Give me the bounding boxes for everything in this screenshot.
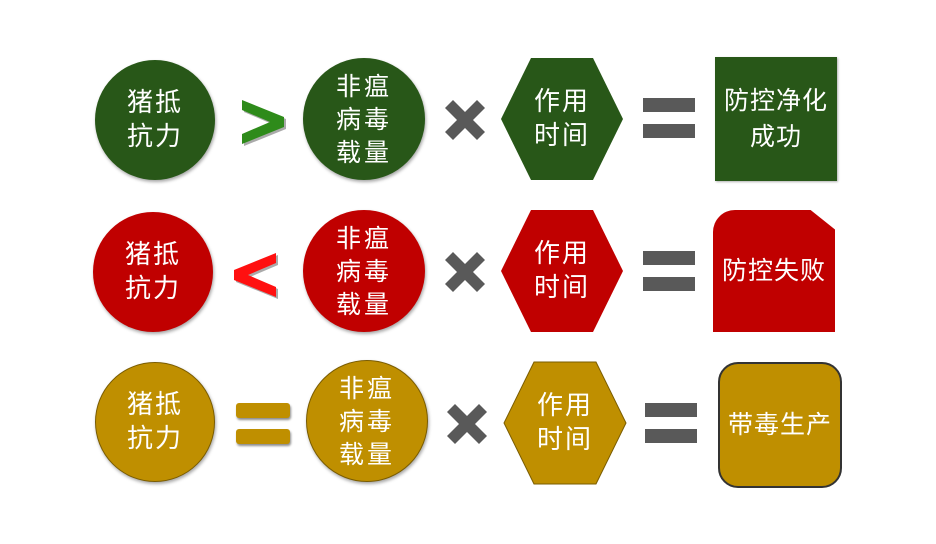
viral-load-label: 非瘟 病毒 载量	[335, 223, 392, 319]
action-time-hexagon: 作用 时间	[500, 209, 624, 333]
action-time-label: 作用 时间	[536, 391, 593, 455]
pig-resistance-circle: 猪抵 抗力	[95, 60, 215, 180]
less-than-icon	[234, 253, 278, 299]
outcome-box-failure: 防控失败	[713, 210, 835, 332]
outcome-box-carrier: 带毒生产	[718, 362, 842, 488]
viral-load-label: 非瘟 病毒 载量	[335, 71, 392, 167]
pig-resistance-label: 猪抵 抗力	[126, 88, 183, 152]
outcome-label: 防控净化 成功	[723, 86, 828, 151]
multiply-icon	[445, 100, 485, 140]
action-time-hexagon: 作用 时间	[503, 361, 627, 485]
outcome-box-success: 防控净化 成功	[715, 57, 837, 181]
viral-load-circle: 非瘟 病毒 载量	[306, 360, 428, 482]
action-time-label: 作用 时间	[533, 239, 590, 303]
outcome-label: 防控失败	[721, 256, 826, 285]
pig-resistance-circle: 猪抵 抗力	[93, 212, 213, 332]
viral-load-circle: 非瘟 病毒 载量	[303, 210, 425, 332]
pig-resistance-label: 猪抵 抗力	[124, 240, 181, 304]
multiply-icon	[445, 252, 485, 292]
pig-resistance-label: 猪抵 抗力	[126, 390, 183, 454]
multiply-icon	[447, 404, 487, 444]
action-time-hexagon: 作用 时间	[500, 57, 624, 181]
greater-than-icon	[242, 100, 286, 146]
pig-resistance-circle: 猪抵 抗力	[95, 362, 215, 482]
outcome-label: 带毒生产	[727, 410, 832, 439]
action-time-label: 作用 时间	[533, 87, 590, 151]
viral-load-label: 非瘟 病毒 载量	[338, 373, 395, 469]
viral-load-circle: 非瘟 病毒 载量	[303, 58, 425, 180]
